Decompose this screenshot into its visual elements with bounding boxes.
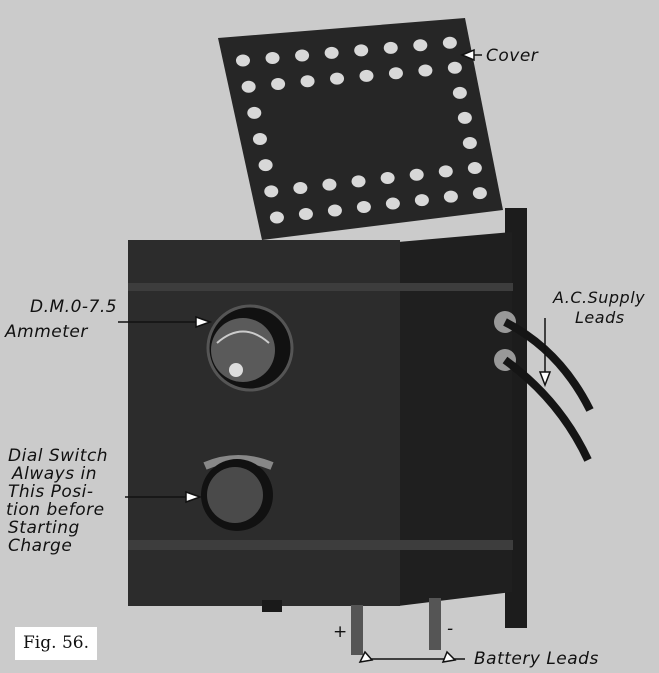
- cover-hole: [252, 133, 267, 146]
- cover-hole: [413, 39, 428, 52]
- cover-hole: [258, 159, 273, 172]
- dial-switch-label-2: Always in: [12, 464, 97, 484]
- cover-hole: [452, 86, 467, 99]
- battery-post-positive: [351, 605, 363, 655]
- cover-hole: [388, 67, 403, 80]
- cover-hole: [269, 211, 284, 224]
- box-side: [398, 232, 512, 606]
- cover-hole: [385, 197, 400, 210]
- cover-hole: [322, 178, 337, 191]
- cover-hole: [354, 44, 369, 57]
- ac-supply-label-line1: A.C.Supply: [553, 288, 646, 307]
- leader-lines: [118, 48, 552, 663]
- cover-hole: [472, 187, 487, 200]
- box-rib: [128, 540, 513, 550]
- cover-hole: [247, 106, 262, 119]
- box-front: [128, 240, 400, 606]
- cover-plate: [218, 18, 503, 240]
- cover-hole: [298, 208, 313, 220]
- cover-hole: [271, 78, 286, 90]
- cover-hole: [359, 69, 374, 82]
- cover-hole: [447, 61, 462, 74]
- dial-switch-label-5: Starting: [8, 518, 80, 538]
- cover-hole: [457, 111, 472, 124]
- dial-switch-label-4: tion before: [6, 500, 105, 520]
- cover-hole: [264, 185, 279, 198]
- cover-hole: [467, 162, 482, 175]
- cover-hole: [300, 75, 315, 88]
- ac-cable: [502, 356, 592, 462]
- cover-hole: [383, 41, 398, 54]
- box-rib: [128, 283, 513, 291]
- cover-hole: [295, 49, 310, 62]
- cover-label: Cover: [486, 46, 539, 66]
- cover-hole: [356, 201, 371, 214]
- cover-hole: [462, 136, 477, 149]
- cover-hole: [293, 182, 308, 194]
- dial-switch-label-3: This Posi-: [8, 482, 94, 502]
- cover-hole: [418, 64, 433, 77]
- battery-post-negative: [429, 598, 441, 650]
- ammeter-label-line1: D.M.0-7.5: [30, 297, 118, 317]
- ammeter-scale: [216, 330, 270, 344]
- ammeter-label-line2: Ammeter: [5, 322, 88, 342]
- cover-hole: [351, 175, 366, 188]
- ammeter-knob: [229, 363, 243, 377]
- cover-hole: [241, 80, 256, 93]
- cover-hole: [324, 46, 339, 59]
- dial-switch-label-6: Charge: [8, 536, 73, 556]
- plus-label: +: [333, 622, 348, 642]
- cover-hole: [443, 190, 458, 203]
- cover-hole: [414, 194, 429, 207]
- cover-hole: [235, 54, 250, 67]
- cover-holes: [235, 36, 487, 224]
- ammeter-dial: [211, 318, 275, 382]
- battery-leads-label: Battery Leads: [474, 649, 599, 669]
- cover-hole: [409, 168, 424, 181]
- ac-supply-label-line2: Leads: [575, 308, 625, 327]
- cover-hole: [327, 204, 342, 217]
- minus-label: -: [447, 619, 454, 639]
- cover-hole: [442, 36, 457, 49]
- cover-hole: [380, 172, 395, 185]
- ac-cable: [503, 318, 594, 412]
- dial-switch-label-1: Dial Switch: [8, 446, 109, 466]
- figure-label: Fig. 56.: [15, 627, 97, 660]
- cover-hole: [265, 52, 280, 64]
- cover-hole: [330, 72, 345, 85]
- cover-hole: [438, 165, 453, 178]
